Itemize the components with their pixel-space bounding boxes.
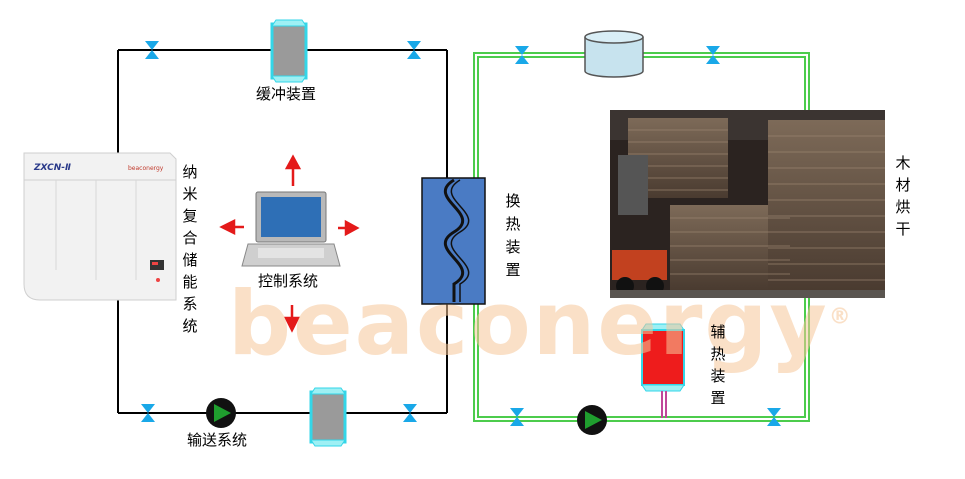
buffer-tank-icon <box>270 19 308 83</box>
water-tank-icon <box>584 30 644 78</box>
delivery-buffer-icon <box>309 387 347 447</box>
buffer-label: 缓冲装置 <box>256 85 317 103</box>
cabinet-model: ZXCN-Ⅱ <box>34 163 71 173</box>
laptop-icon <box>241 191 341 267</box>
drying-label: 木材烘干 <box>895 154 911 238</box>
brand-watermark: beaconergy® <box>228 272 853 375</box>
control-label: 控制系统 <box>258 272 319 290</box>
energy-storage-cabinet-icon <box>23 152 177 301</box>
pump-icon[interactable] <box>577 405 607 435</box>
valve-icon[interactable] <box>706 46 720 64</box>
lumber-drying-photo <box>610 110 885 298</box>
delivery-label: 输送系统 <box>187 431 248 449</box>
auxiliary-heater-icon <box>641 323 685 418</box>
pump-icon[interactable] <box>206 398 236 428</box>
valve-icon[interactable] <box>515 46 529 64</box>
auxiliary-label: 辅热装置 <box>710 323 726 407</box>
storage-label: 纳米复合储能系统 <box>182 163 198 335</box>
control-arrows <box>219 154 360 333</box>
exchanger-label: 换热装置 <box>505 192 521 279</box>
cabinet-brand: beaconergy <box>128 165 164 172</box>
heat-exchanger-icon <box>421 177 486 305</box>
